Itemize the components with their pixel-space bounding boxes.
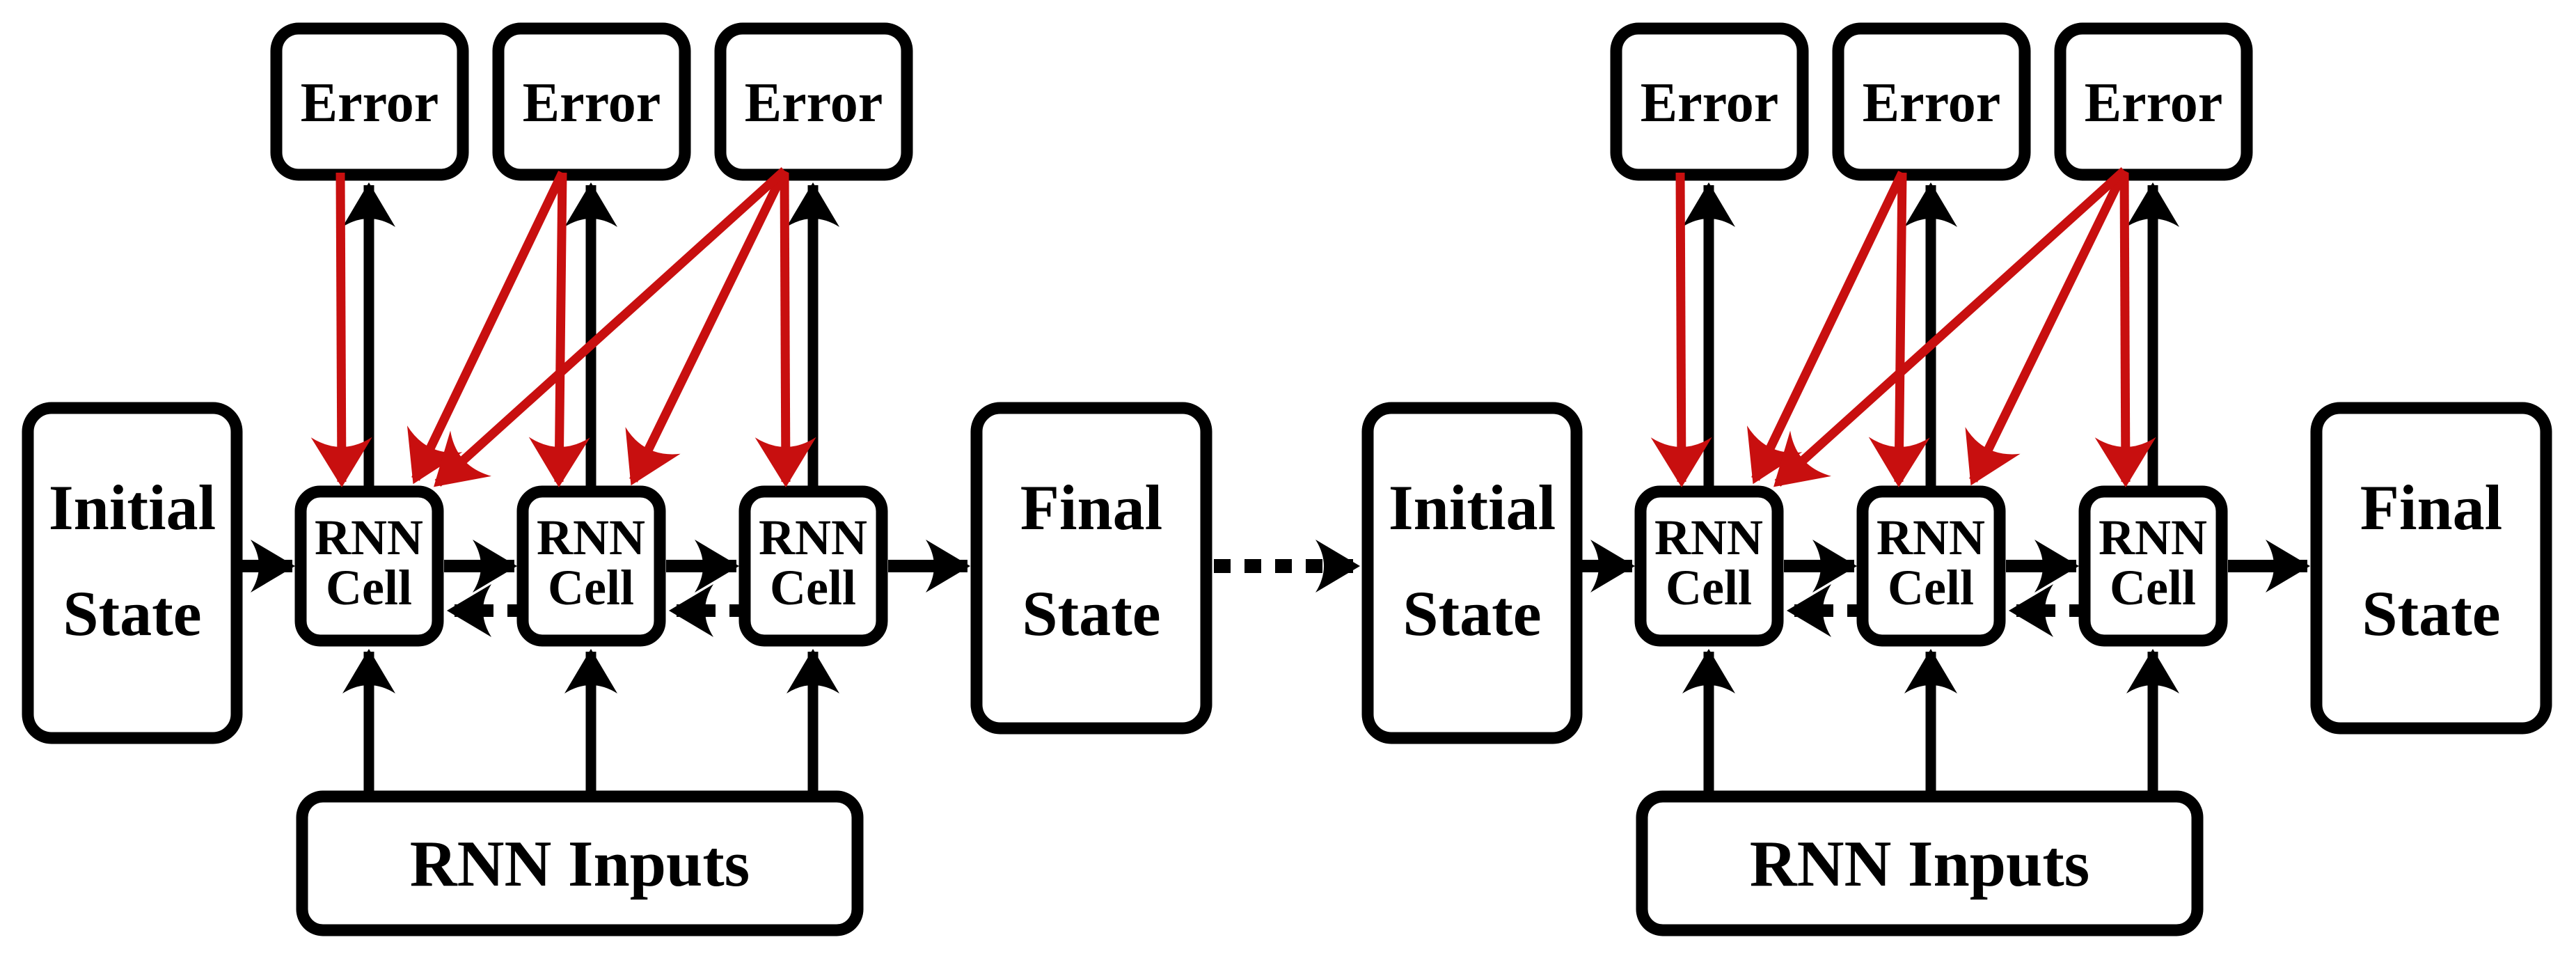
error-3-box (714, 22, 913, 181)
rnn-cell-2-label-line2: Cell (548, 560, 634, 615)
half-right: Initial State Final State RNN Cell RNN C… (1361, 22, 2552, 936)
error-1-label-right: Error (1641, 72, 1778, 134)
final-state-label-line2-right: State (2362, 578, 2500, 649)
backprop-arrow-error1-to-cell1-right (1650, 172, 1712, 487)
error-2-label: Error (523, 72, 661, 134)
initial-state-box (22, 402, 243, 744)
error-3-label: Error (745, 72, 883, 134)
final-state-label-line1-right: Final (2360, 472, 2502, 543)
final-state-label-line2: State (1022, 578, 1160, 649)
backprop-arrow-error3-to-cell3-right (2094, 172, 2156, 487)
initial-state-label-line2: State (63, 578, 201, 649)
error-1-label: Error (301, 72, 438, 134)
initial-state-label-line2-right: State (1402, 578, 1541, 649)
initial-state-label-line1-right: Initial (1389, 472, 1556, 543)
rnn-cell-2-label-line2-right: Cell (1888, 560, 1974, 615)
backprop-arrow-error1-to-cell1 (310, 172, 372, 487)
error-1-box-right (1610, 22, 1809, 181)
final-state-box-right (2310, 402, 2552, 735)
rnn-cell-1-label-line2-right: Cell (1666, 560, 1752, 615)
rnn-cell-1-box (294, 485, 444, 647)
rnn-cell-1-label-line2: Cell (326, 560, 412, 615)
rnn-cell-1-label-line1-right: RNN (1654, 510, 1763, 565)
rnn-cell-3-label-line2-right: Cell (2110, 560, 2196, 615)
initial-state-box-right (1361, 402, 1583, 744)
final-state-label-line1: Final (1020, 472, 1162, 543)
error-2-box (492, 22, 691, 181)
error-2-box-right (1832, 22, 2031, 181)
rnn-cell-3-box (738, 485, 888, 647)
rnn-inputs-box (296, 790, 864, 936)
backprop-arrow-error2-to-cell2 (528, 172, 590, 487)
rnn-cell-2-label-line1-right: RNN (1876, 510, 1985, 565)
rnn-cell-3-label-line1: RNN (759, 510, 867, 565)
rnn-cell-1-box-right (1634, 485, 1784, 647)
rnn-cell-3-label-line2: Cell (770, 560, 856, 615)
rnn-inputs-box-right (1636, 790, 2204, 936)
backprop-arrow-error3-to-cell2-right (1965, 168, 2128, 486)
half-left: Initial State Final State RNN Cell RNN C… (22, 22, 1212, 936)
backprop-arrow-error3-to-cell2 (625, 168, 789, 486)
initial-state-label-line1: Initial (49, 472, 216, 543)
rnn-cell-3-label-line1-right: RNN (2099, 510, 2207, 565)
backprop-arrow-error2-to-cell1-right (1746, 171, 1906, 485)
backprop-arrow-error3-to-cell3 (754, 172, 816, 487)
backprop-arrow-error3-to-cell1 (434, 167, 788, 487)
error-3-label-right: Error (2085, 72, 2222, 134)
rnn-cell-2-box (516, 485, 666, 647)
error-1-box (270, 22, 469, 181)
error-3-box-right (2054, 22, 2253, 181)
rnn-cell-1-label-line1: RNN (315, 510, 423, 565)
error-2-label-right: Error (1863, 72, 2000, 134)
rnn-cell-2-box-right (1856, 485, 2006, 647)
final-state-box (970, 402, 1212, 735)
rnn-inputs-label-right: RNN Inputs (1750, 828, 2089, 900)
backprop-arrow-error3-to-cell1-right (1773, 167, 2128, 487)
backprop-arrow-error2-to-cell1 (406, 171, 567, 485)
rnn-cell-2-label-line1: RNN (537, 510, 645, 565)
backprop-arrow-error2-to-cell2-right (1868, 172, 1930, 487)
rnn-cell-3-box-right (2078, 485, 2228, 647)
rnn-inputs-label: RNN Inputs (410, 828, 750, 900)
